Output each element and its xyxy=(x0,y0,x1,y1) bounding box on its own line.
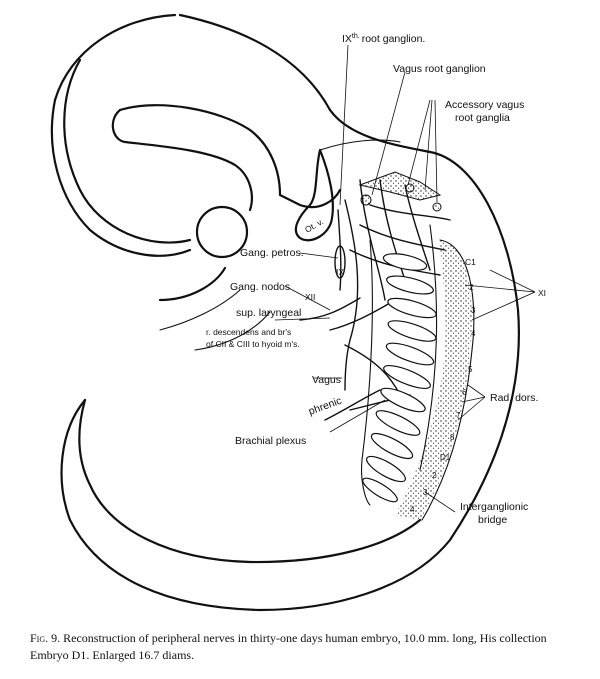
spinal-ganglia xyxy=(361,224,475,521)
label-brachial-plexus: Brachial plexus xyxy=(235,435,306,447)
root-segment-9 xyxy=(370,432,414,460)
label-accessory-vagus-2: root ganglia xyxy=(455,112,510,124)
label-ix-short: IX xyxy=(336,267,344,277)
segment-number: D1 xyxy=(440,453,451,462)
root-segment-4 xyxy=(387,320,437,342)
root-segment-11 xyxy=(362,477,398,503)
cranial-nerves xyxy=(299,171,451,421)
figure-number: Fig. 9. xyxy=(30,631,61,645)
root-segment-6 xyxy=(383,365,431,389)
label-gang-petros: Gang. petros. xyxy=(240,247,304,259)
segment-numbers: 2 3 4 5 6 7 8 D1 2 3 4 xyxy=(410,283,476,514)
label-c1: C1 xyxy=(465,257,476,267)
label-ot-v: Ot. v. xyxy=(303,216,325,235)
segment-number: 4 xyxy=(471,329,476,338)
label-ix-root-ganglion: IXth.root ganglion. xyxy=(342,33,425,45)
segment-number: 2 xyxy=(469,283,474,292)
embryo-outline xyxy=(50,13,520,612)
root-segment-5 xyxy=(385,342,435,366)
root-segment-1 xyxy=(382,253,428,271)
segment-number: 4 xyxy=(410,505,415,514)
label-vagus: Vagus xyxy=(312,374,341,386)
caption-text: Reconstruction of peripheral nerves in t… xyxy=(30,631,547,662)
label-xii: XII xyxy=(305,292,315,302)
leader-lines xyxy=(274,44,536,513)
otic-vesicle: Ot. v. xyxy=(294,148,334,242)
label-xi: XI xyxy=(538,288,546,298)
label-accessory-vagus-1: Accessory vagus xyxy=(445,99,524,111)
label-sup-laryngeal: sup. laryngeal xyxy=(236,307,301,319)
segment-number: 7 xyxy=(456,411,461,420)
root-segment-7 xyxy=(380,387,426,413)
root-segment-3 xyxy=(387,297,437,319)
segment-number: 5 xyxy=(468,365,473,374)
label-vagus-root-ganglion: Vagus root ganglion xyxy=(393,63,486,75)
segment-number: 3 xyxy=(471,306,476,315)
label-interganglionic-1: Interganglionic xyxy=(460,501,528,513)
label-phrenic: phrenic xyxy=(307,395,343,418)
label-gang-nodos: Gang. nodos xyxy=(230,281,290,293)
label-interganglionic-2: bridge xyxy=(478,514,507,526)
segment-number: 2 xyxy=(432,471,437,480)
root-segment-10 xyxy=(366,455,406,483)
diagram-labels: IXth.root ganglion. Vagus root ganglion … xyxy=(206,33,546,526)
segment-number: 3 xyxy=(423,488,428,497)
label-r-descendens-1: r. descendens and br's xyxy=(206,327,291,337)
label-rad-dors: Rad. dors. xyxy=(490,392,538,404)
root-segment-8 xyxy=(375,410,421,436)
root-segment-2 xyxy=(386,275,434,295)
label-r-descendens-2: of CII & CIII to hyoid m's. xyxy=(206,339,300,349)
segment-number: 8 xyxy=(450,433,455,442)
segment-number: 6 xyxy=(462,388,467,397)
figure-caption: Fig. 9. Reconstruction of peripheral ner… xyxy=(30,630,585,664)
